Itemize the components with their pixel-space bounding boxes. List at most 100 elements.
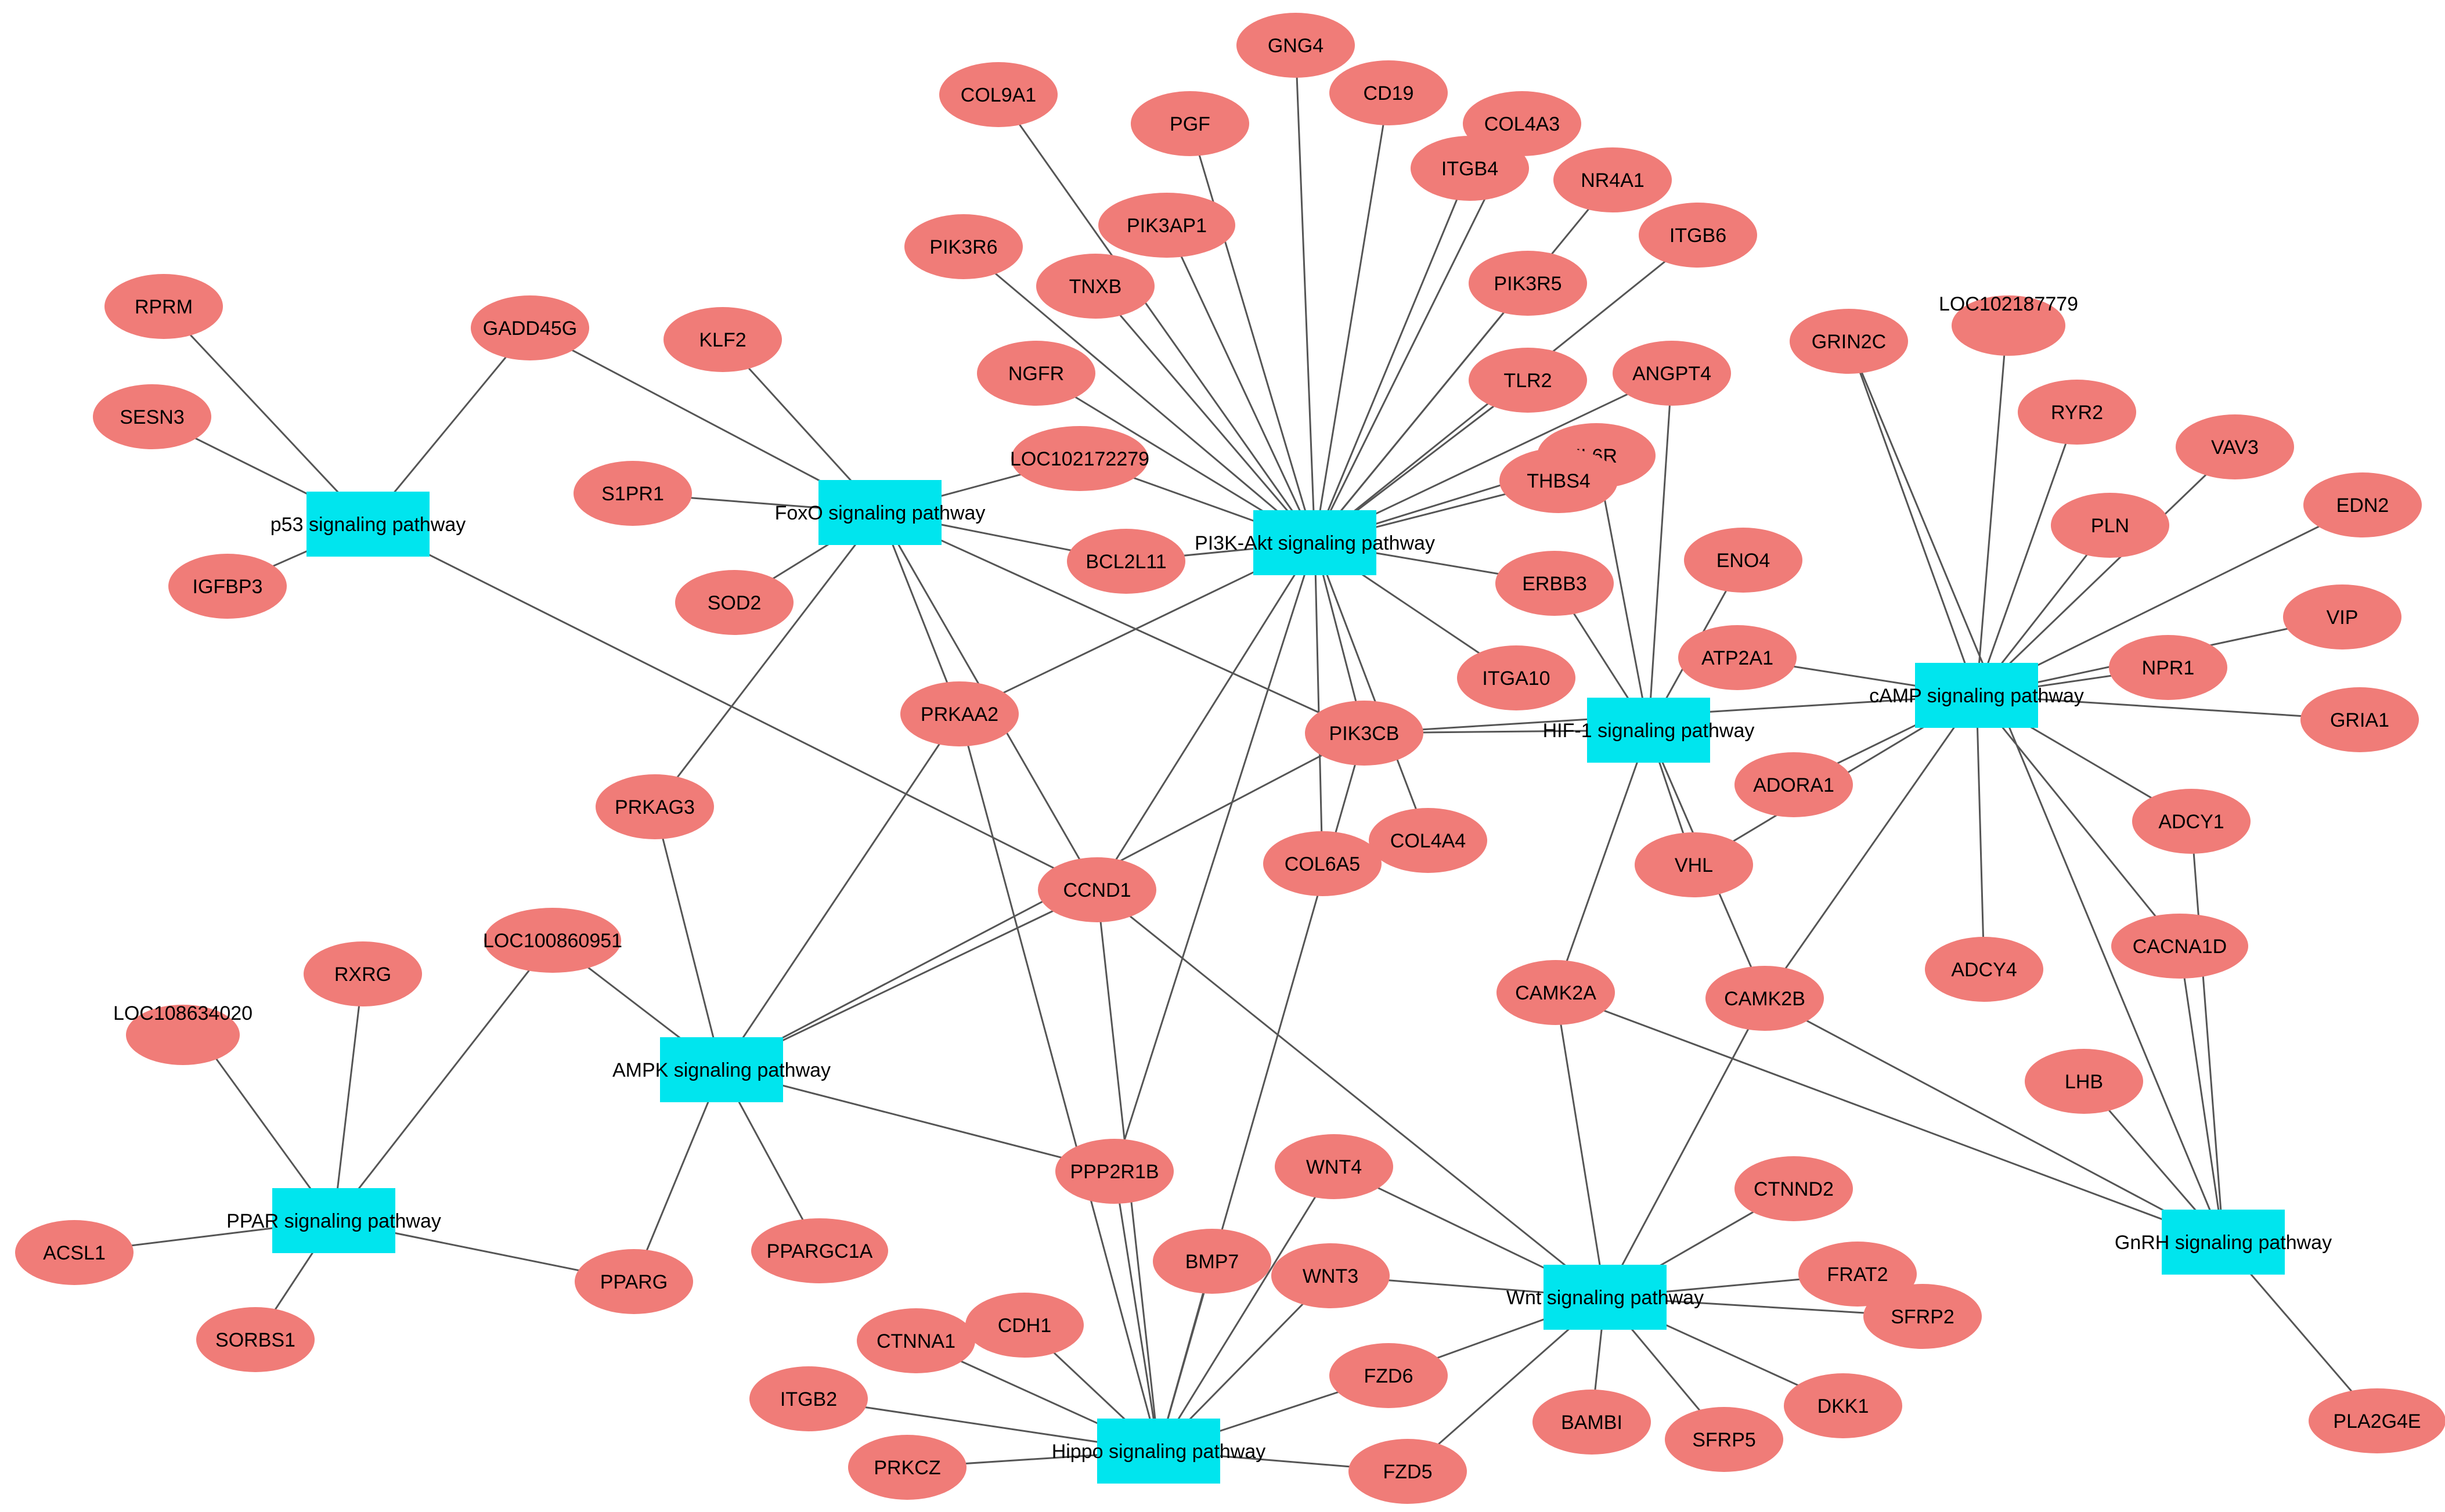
gene-node-bambi[interactable]: BAMBI xyxy=(1532,1390,1651,1455)
gene-node-itgb2[interactable]: ITGB2 xyxy=(749,1366,868,1431)
gene-node-atp2a1[interactable]: ATP2A1 xyxy=(1678,625,1797,690)
gene-node-acsl1[interactable]: ACSL1 xyxy=(15,1220,134,1285)
gene-node-loc108634020[interactable]: LOC108634020 xyxy=(113,1002,253,1065)
gene-node-npr1[interactable]: NPR1 xyxy=(2109,635,2227,700)
gene-node-vip[interactable]: VIP xyxy=(2283,584,2401,649)
gene-node-itgb6[interactable]: ITGB6 xyxy=(1639,203,1757,268)
gene-label: SFRP2 xyxy=(1891,1306,1954,1328)
gene-label: S1PR1 xyxy=(601,483,664,505)
gene-node-sorbs1[interactable]: SORBS1 xyxy=(196,1307,315,1372)
gene-node-col6a5[interactable]: COL6A5 xyxy=(1263,831,1382,896)
gene-node-fzd6[interactable]: FZD6 xyxy=(1329,1343,1448,1408)
gene-node-adcy1[interactable]: ADCY1 xyxy=(2132,789,2251,854)
gene-node-wnt3[interactable]: WNT3 xyxy=(1271,1243,1390,1308)
gene-ellipse xyxy=(2132,789,2251,854)
gene-node-loc100860951[interactable]: LOC100860951 xyxy=(483,908,622,973)
gene-node-camk2a[interactable]: CAMK2A xyxy=(1496,960,1615,1025)
gene-node-gria1[interactable]: GRIA1 xyxy=(2300,687,2419,752)
gene-node-cacna1d[interactable]: CACNA1D xyxy=(2111,914,2248,979)
gene-node-dkk1[interactable]: DKK1 xyxy=(1784,1373,1902,1438)
gene-node-pparg[interactable]: PPARG xyxy=(575,1249,693,1314)
gene-node-klf2[interactable]: KLF2 xyxy=(663,307,782,372)
gene-ellipse xyxy=(1098,193,1235,258)
gene-label: PPARG xyxy=(600,1271,668,1293)
gene-node-erbb3[interactable]: ERBB3 xyxy=(1495,551,1614,616)
gene-node-pik3r5[interactable]: PIK3R5 xyxy=(1469,251,1587,316)
gene-node-col4a4[interactable]: COL4A4 xyxy=(1369,808,1487,873)
gene-node-pik3ap1[interactable]: PIK3AP1 xyxy=(1098,193,1235,258)
gene-node-loc102172279[interactable]: LOC102172279 xyxy=(1010,426,1149,491)
gene-node-sod2[interactable]: SOD2 xyxy=(675,570,794,635)
gene-node-grin2c[interactable]: GRIN2C xyxy=(1790,309,1908,374)
gene-node-gng4[interactable]: GNG4 xyxy=(1236,13,1355,78)
gene-node-igfbp3[interactable]: IGFBP3 xyxy=(168,554,287,619)
gene-node-prkaa2[interactable]: PRKAA2 xyxy=(900,681,1019,746)
gene-node-vhl[interactable]: VHL xyxy=(1635,832,1753,897)
pathway-node-gnrh[interactable]: GnRH signaling pathway xyxy=(2115,1210,2332,1275)
pathway-node-hippo[interactable]: Hippo signaling pathway xyxy=(1052,1419,1266,1484)
pathway-node-p53[interactable]: p53 signaling pathway xyxy=(271,492,466,557)
gene-node-bmp7[interactable]: BMP7 xyxy=(1153,1229,1271,1294)
gene-node-ppargc1a[interactable]: PPARGC1A xyxy=(751,1218,888,1283)
gene-node-lhb[interactable]: LHB xyxy=(2025,1049,2143,1114)
gene-node-s1pr1[interactable]: S1PR1 xyxy=(574,461,692,526)
gene-node-eno4[interactable]: ENO4 xyxy=(1684,528,1802,593)
gene-node-pln[interactable]: PLN xyxy=(2051,493,2169,558)
gene-node-edn2[interactable]: EDN2 xyxy=(2303,472,2422,537)
gene-node-fzd5[interactable]: FZD5 xyxy=(1348,1439,1467,1504)
gene-node-adcy4[interactable]: ADCY4 xyxy=(1925,937,2043,1002)
gene-node-pgf[interactable]: PGF xyxy=(1131,91,1249,156)
edge-ampk-pparg xyxy=(633,1069,723,1282)
edge-foxo-prkag3 xyxy=(654,512,881,807)
edge-foxo-pik3cb xyxy=(879,511,1365,734)
gene-node-thbs4[interactable]: THBS4 xyxy=(1499,448,1618,513)
gene-node-pik3r6[interactable]: PIK3R6 xyxy=(904,214,1023,279)
gene-node-tlr2[interactable]: TLR2 xyxy=(1469,348,1587,413)
gene-node-ryr2[interactable]: RYR2 xyxy=(2018,380,2136,445)
gene-node-ngfr[interactable]: NGFR xyxy=(977,341,1095,406)
gene-node-pik3cb[interactable]: PIK3CB xyxy=(1305,701,1423,766)
edge-hippo-prkaa2 xyxy=(958,713,1160,1452)
gene-node-itgb4[interactable]: ITGB4 xyxy=(1411,136,1529,201)
gene-node-sfrp5[interactable]: SFRP5 xyxy=(1665,1407,1783,1472)
gene-node-col9a1[interactable]: COL9A1 xyxy=(939,62,1058,127)
gene-node-rxrg[interactable]: RXRG xyxy=(304,941,422,1006)
gene-node-camk2b[interactable]: CAMK2B xyxy=(1705,966,1824,1031)
edge-camp-gria1 xyxy=(1976,694,2360,721)
gene-node-ccnd1[interactable]: CCND1 xyxy=(1038,857,1156,922)
gene-node-sesn3[interactable]: SESN3 xyxy=(93,384,211,449)
gene-node-ppp2r1b[interactable]: PPP2R1B xyxy=(1055,1139,1174,1204)
pathway-node-foxo[interactable]: FoxO signaling pathway xyxy=(775,480,986,545)
gene-node-itga10[interactable]: ITGA10 xyxy=(1457,645,1575,710)
gene-node-wnt4[interactable]: WNT4 xyxy=(1275,1134,1393,1199)
gene-node-angpt4[interactable]: ANGPT4 xyxy=(1613,341,1731,406)
gene-node-prkcz[interactable]: PRKCZ xyxy=(848,1435,967,1500)
gene-label: LOC108634020 xyxy=(113,1002,253,1024)
gene-node-nr4a1[interactable]: NR4A1 xyxy=(1553,147,1672,212)
gene-node-cdh1[interactable]: CDH1 xyxy=(965,1293,1084,1358)
pathway-node-pi3k[interactable]: PI3K-Akt signaling pathway xyxy=(1195,510,1435,575)
gene-node-rprm[interactable]: RPRM xyxy=(104,274,223,339)
gene-node-vav3[interactable]: VAV3 xyxy=(2176,414,2294,479)
gene-node-prkag3[interactable]: PRKAG3 xyxy=(596,774,714,839)
pathway-node-wnt[interactable]: Wnt signaling pathway xyxy=(1506,1265,1704,1330)
gene-node-ctnna1[interactable]: CTNNA1 xyxy=(857,1308,975,1373)
edge-ampk-ppp2r1b xyxy=(721,1069,1115,1172)
gene-node-gadd45g[interactable]: GADD45G xyxy=(471,295,589,360)
gene-node-frat2[interactable]: FRAT2 xyxy=(1798,1242,1917,1307)
pathway-node-hif1[interactable]: HIF-1 signaling pathway xyxy=(1543,698,1755,763)
pathway-box xyxy=(1253,510,1376,575)
node-layer: RPRMSESN3IGFBP3GADD45GKLF2S1PR1SOD2LOC10… xyxy=(15,13,2445,1504)
pathway-node-ppar[interactable]: PPAR signaling pathway xyxy=(226,1188,441,1253)
gene-node-pla2g4e[interactable]: PLA2G4E xyxy=(2309,1388,2445,1453)
gene-node-sfrp2[interactable]: SFRP2 xyxy=(1863,1284,1982,1349)
pathway-node-camp[interactable]: cAMP signaling pathway xyxy=(1869,663,2084,728)
gene-node-loc102187779[interactable]: LOC102187779 xyxy=(1939,293,2078,356)
pathway-node-ampk[interactable]: AMPK signaling pathway xyxy=(612,1037,831,1102)
gene-node-cd19[interactable]: CD19 xyxy=(1329,60,1448,125)
gene-node-tnxb[interactable]: TNXB xyxy=(1036,254,1155,319)
gene-node-bcl2l11[interactable]: BCL2L11 xyxy=(1067,529,1185,594)
gene-node-ctnnd2[interactable]: CTNND2 xyxy=(1734,1156,1853,1221)
edge-camp-camk2b xyxy=(1764,695,1978,999)
gene-node-adora1[interactable]: ADORA1 xyxy=(1734,752,1853,817)
